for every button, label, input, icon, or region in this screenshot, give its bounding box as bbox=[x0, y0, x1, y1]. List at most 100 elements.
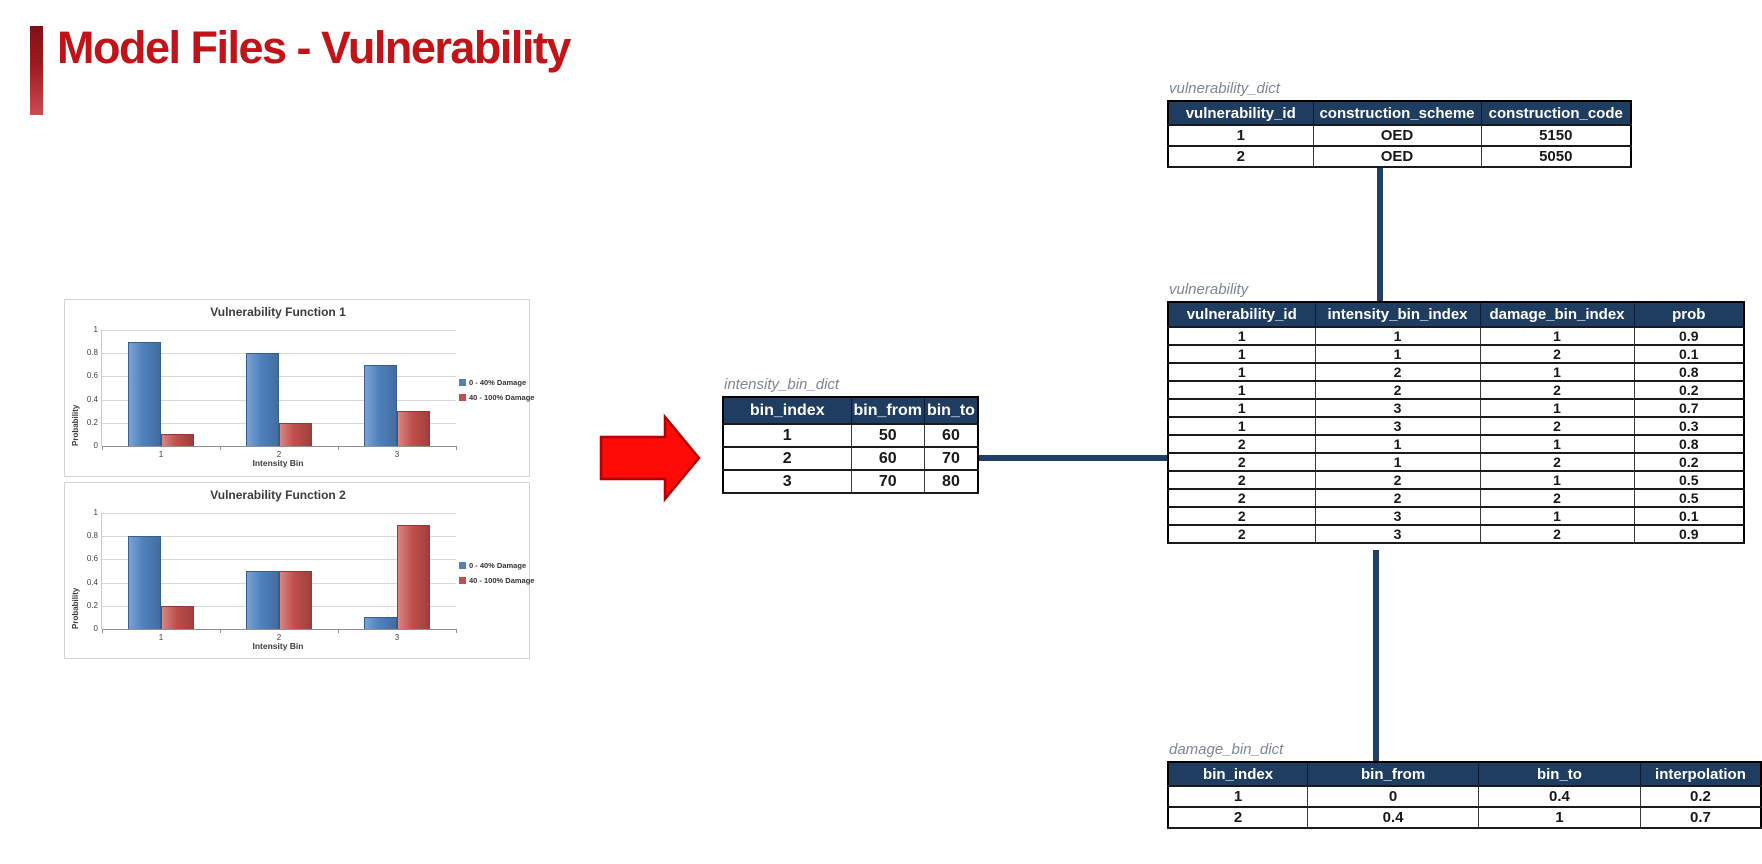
table-cell: 0.8 bbox=[1633, 434, 1745, 454]
table-cell: 3 bbox=[1314, 416, 1481, 436]
damage_bin_dict-label: damage_bin_dict bbox=[1169, 741, 1284, 758]
table-cell: 2 bbox=[1479, 452, 1635, 472]
bar-group bbox=[102, 330, 220, 446]
x-axis-label: Intensity Bin bbox=[252, 641, 304, 651]
table-cell: 1 bbox=[1479, 506, 1635, 526]
table-cell: 0.1 bbox=[1633, 344, 1745, 364]
table-cell: 70 bbox=[923, 446, 979, 471]
legend-swatch bbox=[459, 379, 466, 386]
table-cell: 2 bbox=[1167, 452, 1316, 472]
bar-40 - 100% Damage bbox=[161, 434, 194, 446]
column-header-bin_to: bin_to bbox=[1478, 761, 1641, 787]
x-axis-tick-mark bbox=[102, 446, 103, 450]
table-cell: 80 bbox=[923, 469, 979, 494]
table-cell: 2 bbox=[1167, 434, 1316, 454]
bar-0 - 40% Damage bbox=[128, 536, 161, 629]
table-cell: 1 bbox=[1167, 362, 1316, 382]
column-header-bin_index: bin_index bbox=[1167, 761, 1309, 787]
vulnerability_dict-label: vulnerability_dict bbox=[1169, 80, 1280, 97]
table-cell: 0.7 bbox=[1639, 806, 1762, 829]
intensity_bin_dict-label: intensity_bin_dict bbox=[724, 376, 840, 393]
table-cell: 1 bbox=[1479, 326, 1635, 346]
bar-40 - 100% Damage bbox=[279, 571, 312, 629]
table-cell: 5150 bbox=[1480, 124, 1632, 147]
x-tick-label: 2 bbox=[276, 633, 282, 642]
table-cell: 1 bbox=[1167, 416, 1316, 436]
table-cell: 1 bbox=[1167, 124, 1314, 147]
y-tick-label: 0.4 bbox=[86, 577, 98, 587]
legend-item: 40 - 100% Damage bbox=[459, 393, 534, 402]
column-header-interpolation: interpolation bbox=[1639, 761, 1762, 787]
table-cell: 3 bbox=[1314, 524, 1481, 544]
table-cell: 1 bbox=[1479, 362, 1635, 382]
x-tick-label: 2 bbox=[276, 450, 282, 459]
gridline bbox=[102, 330, 456, 331]
table-cell: 1 bbox=[1479, 434, 1635, 454]
y-tick-label: 0.6 bbox=[86, 554, 98, 564]
table-cell: 1 bbox=[1314, 344, 1481, 364]
table-cell: 1 bbox=[1314, 452, 1481, 472]
bar-0 - 40% Damage bbox=[364, 364, 397, 446]
column-header-bin_from: bin_from bbox=[1307, 761, 1480, 787]
table-cell: 2 bbox=[1479, 416, 1635, 436]
table-cell: 1 bbox=[1314, 434, 1481, 454]
column-header-vulnerability_id: vulnerability_id bbox=[1167, 100, 1314, 126]
table-cell: 2 bbox=[722, 446, 852, 471]
chart-legend: 0 - 40% Damage 40 - 100% Damage bbox=[459, 378, 534, 408]
table-cell: 1 bbox=[1167, 344, 1316, 364]
gridline bbox=[102, 353, 456, 355]
legend-swatch bbox=[459, 562, 466, 569]
table-cell: 0.4 bbox=[1307, 806, 1480, 829]
bar-group bbox=[338, 513, 456, 629]
legend-label: 40 - 100% Damage bbox=[469, 576, 535, 585]
column-header-bin_to: bin_to bbox=[923, 396, 979, 425]
connector-vulnerability-dict-to-vulnerability bbox=[1377, 163, 1383, 304]
bar-group bbox=[220, 513, 338, 629]
legend-item: 0 - 40% Damage bbox=[459, 378, 534, 387]
x-axis-label: Intensity Bin bbox=[252, 458, 304, 468]
bar-group bbox=[220, 330, 338, 446]
table-cell: 2 bbox=[1479, 380, 1635, 400]
table-cell: 0.8 bbox=[1633, 362, 1745, 382]
table-cell: 2 bbox=[1167, 488, 1316, 508]
y-axis-label: Probability bbox=[71, 404, 80, 446]
table-cell: 1 bbox=[1478, 806, 1641, 829]
column-header-prob: prob bbox=[1633, 301, 1745, 328]
bar-0 - 40% Damage bbox=[246, 571, 279, 629]
x-tick-label: 3 bbox=[394, 633, 400, 642]
table-cell: 5050 bbox=[1480, 145, 1632, 168]
table-cell: 3 bbox=[1314, 506, 1481, 526]
x-axis-tick-mark bbox=[102, 629, 103, 633]
legend-label: 40 - 100% Damage bbox=[469, 393, 535, 402]
table-cell: 3 bbox=[1314, 398, 1481, 418]
table-cell: 0 bbox=[1307, 785, 1480, 808]
table-cell: 0.1 bbox=[1633, 506, 1745, 526]
table-cell: 70 bbox=[850, 469, 925, 494]
table-cell: 2 bbox=[1314, 362, 1481, 382]
legend-label: 0 - 40% Damage bbox=[469, 378, 527, 387]
column-header-bin_index: bin_index bbox=[722, 396, 852, 425]
table-cell: 1 bbox=[1167, 380, 1316, 400]
table-cell: 1 bbox=[1314, 326, 1481, 346]
y-tick-label: 0.6 bbox=[86, 371, 98, 381]
